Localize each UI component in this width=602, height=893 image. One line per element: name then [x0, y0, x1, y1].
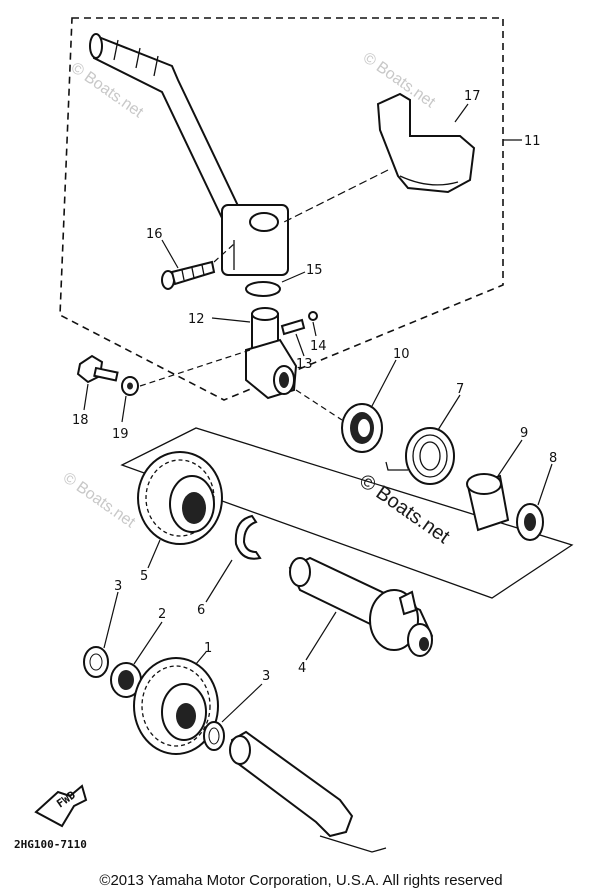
callout-14: 14	[310, 339, 327, 354]
leader-19	[121, 395, 127, 423]
leader-6	[205, 559, 233, 603]
drawing-code: 2HG100-7110	[14, 838, 87, 851]
circlip-6	[234, 514, 262, 560]
kick-shaft	[288, 556, 434, 657]
callout-10: 10	[393, 347, 410, 362]
bolt-to-boss-line	[139, 349, 251, 387]
callout-19: 19	[112, 427, 129, 442]
leader-18	[83, 383, 89, 411]
callout-5: 5	[140, 569, 148, 584]
leader-8	[537, 463, 553, 506]
callout-7: 7	[456, 382, 464, 397]
callout-3b: 3	[262, 669, 270, 684]
kick-boss-cover	[376, 92, 476, 194]
leader-15	[281, 271, 306, 283]
leader-2	[133, 621, 163, 665]
torsion-spring	[385, 427, 455, 485]
steel-ball	[308, 311, 318, 321]
callout-9: 9	[520, 426, 528, 441]
spring-guide	[466, 473, 510, 532]
leader-10	[371, 359, 397, 407]
kick-gear	[137, 451, 223, 545]
leader-14	[312, 321, 317, 337]
bolt-to-crank-line	[213, 243, 235, 263]
shaft-boundary	[120, 427, 574, 599]
idle-shaft	[229, 730, 387, 853]
circlip-3b	[203, 721, 225, 751]
leader-4	[305, 611, 337, 661]
forward-arrow-icon: FWD	[34, 784, 88, 828]
leader-9	[497, 439, 523, 477]
copyright-notice: ©2013 Yamaha Motor Corporation, U.S.A. A…	[99, 872, 503, 889]
callout-15: 15	[306, 263, 323, 278]
callout-2: 2	[158, 607, 166, 622]
callout-17: 17	[464, 89, 481, 104]
leader-3a	[103, 591, 119, 649]
leader-12	[211, 317, 251, 323]
set-pin	[280, 318, 306, 336]
leader-5	[147, 539, 161, 569]
callout-18: 18	[72, 413, 89, 428]
idle-gear	[133, 657, 219, 755]
kick-crank-lever	[89, 33, 289, 276]
callout-1: 1	[204, 641, 212, 656]
oil-seal	[341, 403, 383, 453]
leader-1	[195, 651, 207, 665]
washer-8	[516, 503, 544, 541]
callout-6: 6	[197, 603, 205, 618]
pinch-bolt	[161, 260, 216, 290]
kick-axle-boss	[245, 307, 298, 400]
leader-3b	[221, 683, 263, 723]
seal-to-boss-line	[295, 389, 343, 421]
callout-11: 11	[524, 134, 541, 149]
callout-4: 4	[298, 661, 306, 676]
washer-19	[121, 376, 139, 396]
callout-12: 12	[188, 312, 205, 327]
circlip-3a	[83, 646, 109, 678]
cover-to-crank-line	[283, 169, 389, 223]
callout-13: 13	[296, 357, 313, 372]
leader-7	[437, 394, 461, 431]
leader-16	[161, 239, 179, 269]
leader-17	[454, 103, 469, 123]
callout-16: 16	[146, 227, 163, 242]
callout-3a: 3	[114, 579, 122, 594]
leader-13	[295, 333, 305, 357]
callout-8: 8	[549, 451, 557, 466]
o-ring	[245, 281, 281, 297]
washer-2	[110, 662, 142, 698]
bolt-18	[76, 354, 119, 384]
watermark-3: © Boats.net	[60, 469, 139, 531]
